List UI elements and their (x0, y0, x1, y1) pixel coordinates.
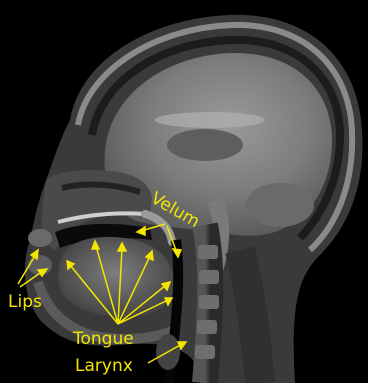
larynx-label: Larynx (75, 358, 133, 375)
ventricle (167, 129, 243, 161)
vertebra-3 (199, 295, 219, 309)
vertebra-2 (199, 270, 219, 284)
neck-posterior (240, 250, 260, 383)
tongue-label: Tongue (73, 331, 134, 348)
vertebra-1 (198, 245, 218, 259)
cerebellum (246, 183, 314, 227)
vertebra-5 (195, 345, 215, 359)
upper-lip (28, 229, 52, 247)
lips-label: Lips (8, 294, 42, 311)
corpus-callosum (155, 112, 265, 128)
vertebra-4 (197, 320, 217, 334)
